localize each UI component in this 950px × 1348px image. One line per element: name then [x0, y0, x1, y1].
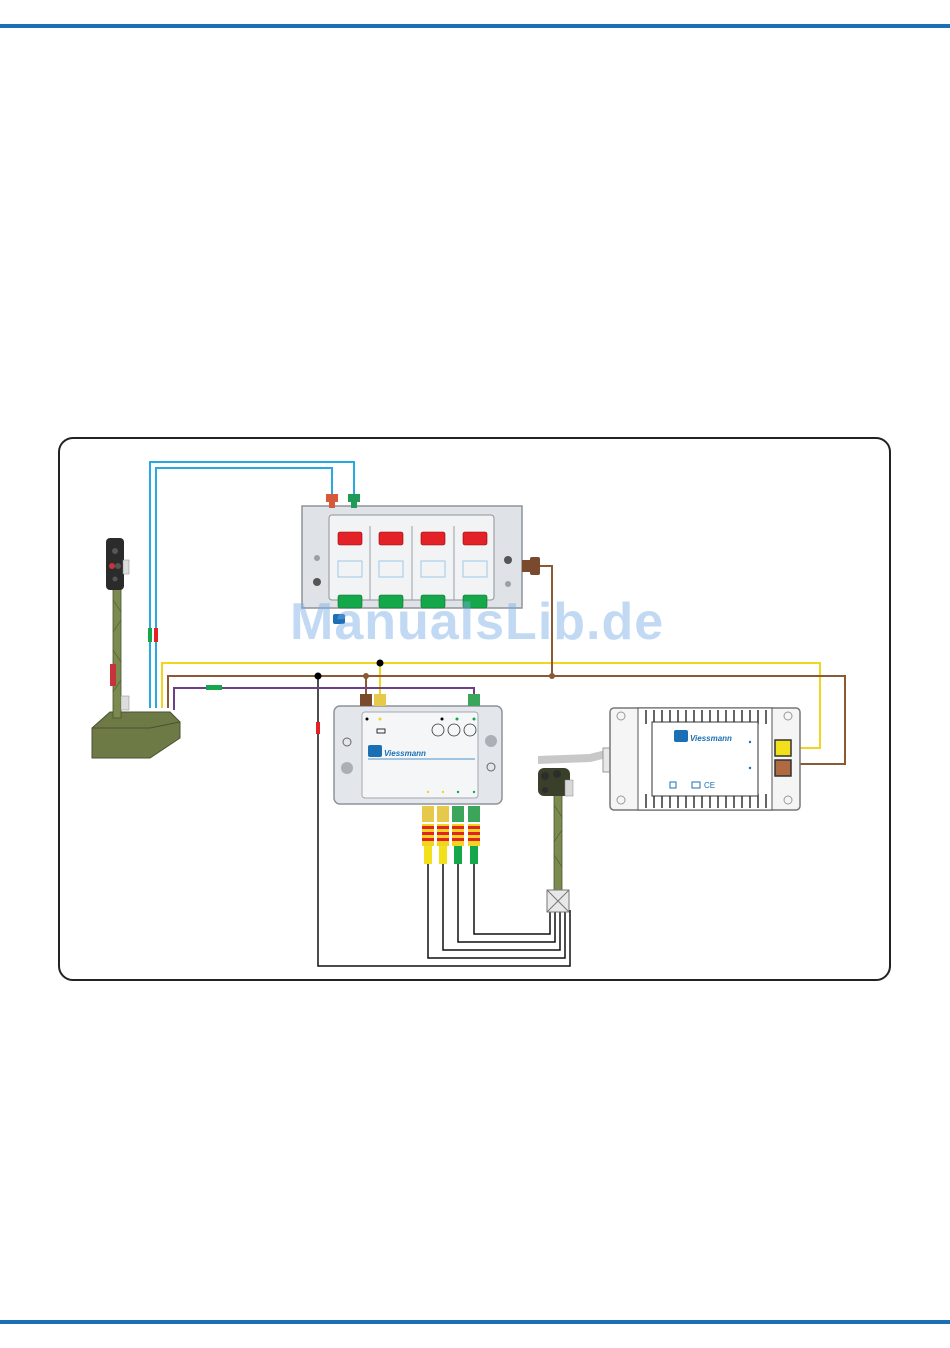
screw-icon — [313, 578, 321, 586]
red-button-3 — [421, 532, 445, 545]
green-wire-marker — [206, 685, 222, 690]
brown-plug — [360, 694, 372, 706]
main-signal — [92, 538, 180, 758]
ce-mark-icon: CE — [704, 781, 715, 790]
red-button-4 — [463, 532, 487, 545]
transformer-brand: Viessmann — [690, 734, 732, 743]
yellow-terminal — [775, 740, 791, 756]
screw-icon — [341, 762, 353, 774]
screw-icon — [314, 555, 320, 561]
decoder-brand: Viessmann — [384, 749, 426, 758]
screw-icon — [504, 556, 512, 564]
red-wire-marker-2 — [154, 628, 158, 642]
red-wire-marker — [316, 722, 320, 734]
green-plug — [468, 694, 480, 706]
junction-dot — [363, 673, 369, 679]
brown-terminal — [775, 760, 791, 776]
screw-icon — [485, 735, 497, 747]
yellow-plug — [374, 694, 386, 706]
junction-dot — [315, 673, 322, 680]
power-cable — [538, 754, 606, 760]
junction-dot — [377, 660, 384, 667]
decoder-module: Viessmann — [334, 694, 502, 864]
watermark: ManualsLib.de — [290, 592, 664, 652]
green-wire-marker-2 — [148, 628, 152, 642]
screw-icon — [505, 581, 511, 587]
small-signal — [538, 768, 573, 912]
junction-dot — [549, 673, 555, 679]
signal-mast — [113, 588, 121, 718]
red-button-1 — [338, 532, 362, 545]
signal-base — [92, 712, 180, 758]
viessmann-logo-icon — [674, 730, 688, 742]
transformer: Viessmann CE — [538, 708, 800, 810]
signal-head — [106, 538, 124, 590]
output-plugs — [422, 806, 480, 864]
viessmann-logo-icon — [368, 745, 382, 757]
red-button-2 — [379, 532, 403, 545]
